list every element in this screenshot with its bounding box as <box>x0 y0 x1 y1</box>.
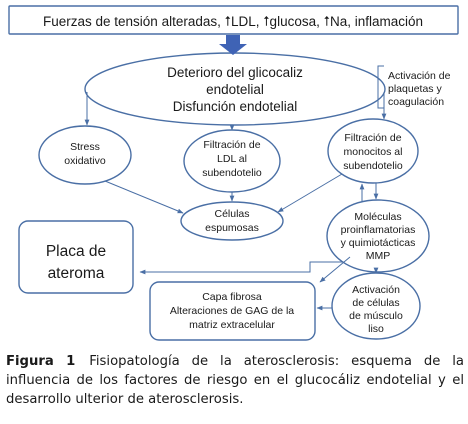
figure-caption-text: Fisiopatología de la aterosclerosis: esq… <box>6 354 464 407</box>
stress-label-line: Stress <box>70 141 100 153</box>
edge-molecules-to-fibrous <box>319 256 351 283</box>
glycocalyx-label-line: Disfunción endotelial <box>173 99 298 114</box>
glycocalyx-label-line: Deterioro del glicocaliz <box>167 65 303 80</box>
monocyte-filtration-ellipse <box>327 118 419 184</box>
stress-label-line: oxidativo <box>64 155 106 167</box>
edge-molecules-to-plaque <box>139 261 343 275</box>
monocyte-filtration-label-line: monocitos al <box>344 146 403 158</box>
plaque-box <box>18 220 134 294</box>
muscle-label-line: de células <box>352 297 399 309</box>
main-block-arrow <box>219 35 247 55</box>
muscle-label-line: de músculo <box>349 310 403 322</box>
edge-monocytes-to-foam <box>277 173 343 213</box>
molecules-label-line: proinflamatorias <box>341 224 416 236</box>
fibrous-cap-label-line: Capa fibrosa <box>202 291 262 303</box>
risk-factors-label-line: Fuerzas de tensión alteradas, ⭡LDL, ⭡glu… <box>43 14 423 29</box>
figure-label: Figura 1 <box>6 354 76 369</box>
ldl-filtration-label-line: subendotelio <box>202 167 262 179</box>
fibrous-cap-label-line: matriz extracelular <box>189 319 275 331</box>
diagram-edges <box>84 35 387 311</box>
plaque-label-line: ateroma <box>48 265 105 282</box>
ldl-filtration-label-line: Filtración de <box>203 139 260 151</box>
molecules-label-line: MMP <box>366 250 391 262</box>
muscle-label-line: liso <box>368 323 384 335</box>
platelets-label-line: coagulación <box>388 96 444 108</box>
foam-cells-ellipse <box>180 201 284 241</box>
edge-stress-to-foam <box>104 180 184 214</box>
platelets-label-line: Activación de <box>388 70 451 82</box>
foam-cells-label-line: Células <box>214 208 249 220</box>
muscle-label-line: Activación <box>352 284 400 296</box>
diagram-labels: Fuerzas de tensión alteradas, ⭡LDL, ⭡glu… <box>43 14 451 335</box>
glycocalyx-label-line: endotelial <box>206 82 264 97</box>
fibrous-cap-label-line: Alteraciones de GAG de la <box>170 305 294 317</box>
molecules-label-line: y quimiotácticas <box>341 237 416 249</box>
stress-ellipse <box>38 125 132 185</box>
plaque-label-line: Placa de <box>46 243 106 260</box>
monocyte-filtration-label-line: subendotelio <box>343 160 403 172</box>
monocyte-filtration-label-line: Filtración de <box>344 132 401 144</box>
foam-cells-label-line: espumosas <box>205 222 259 234</box>
molecules-label-line: Moléculas <box>354 211 401 223</box>
platelets-bracket <box>377 65 384 109</box>
fibrous-cap-box <box>149 281 316 341</box>
risk-factors-box <box>8 5 459 35</box>
atherosclerosis-flow-diagram: Fuerzas de tensión alteradas, ⭡LDL, ⭡glu… <box>8 5 459 341</box>
ldl-filtration-label-line: LDL al <box>217 153 247 165</box>
platelets-label-line: plaquetas y <box>388 83 442 95</box>
